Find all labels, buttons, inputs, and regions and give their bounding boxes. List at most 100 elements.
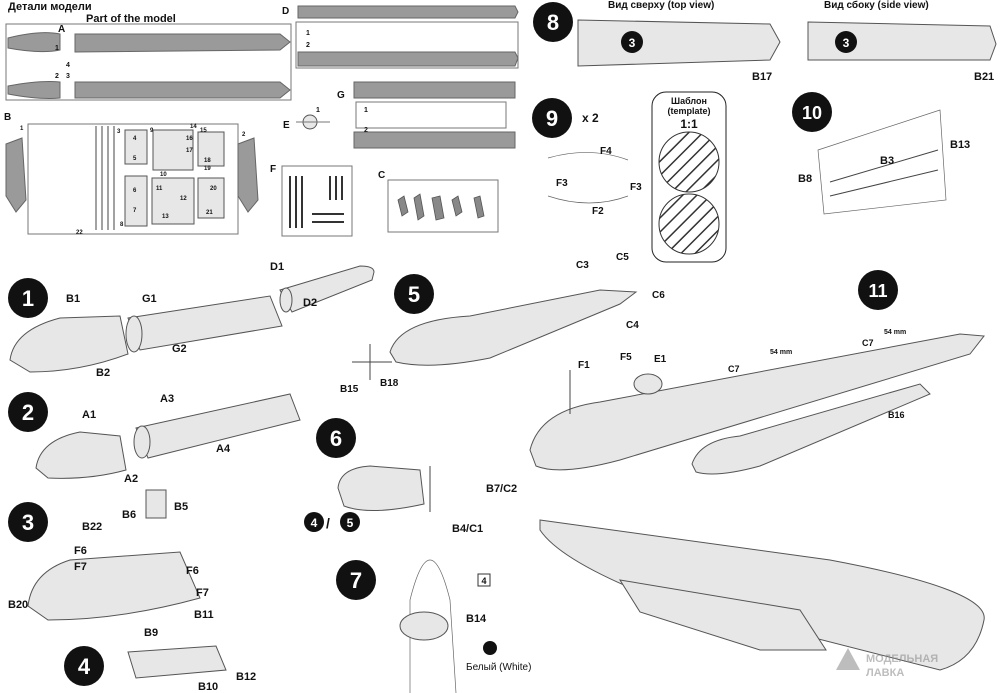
hull-long-1 (74, 33, 291, 53)
b-part-10: 10 (160, 172, 167, 178)
sprue-a: A 1 2 3 4 (5, 23, 292, 101)
step-11-dim-a: 54 mm (770, 349, 792, 356)
b-part-14: 14 (190, 124, 197, 130)
paint-icon (483, 641, 497, 655)
step-5-label-b15: B15 (340, 384, 359, 395)
hull-half-1 (7, 32, 61, 53)
step-9-label-f4: F4 (600, 146, 612, 157)
step-8-label-b17: B17 (752, 71, 772, 83)
step-5-label-c3: C3 (576, 260, 589, 271)
step-3-label-b22: B22 (82, 521, 102, 533)
step-2-number: 2 (22, 400, 34, 425)
step-2-circle (8, 392, 48, 432)
e-part-1: 1 (316, 107, 320, 114)
step-7-fin (409, 559, 457, 693)
step-3-windshield (145, 489, 167, 519)
a-part-4: 4 (66, 62, 70, 69)
step-5-body (389, 289, 638, 366)
step-5-circle (394, 274, 434, 314)
step-9: 9 x 2 F4 F3 F3 F2 Шаблон (template) 1:1 (532, 91, 727, 263)
step-8-ref-number-1: 3 (629, 36, 636, 50)
step-11-torpedo-lower (618, 579, 827, 651)
step-5-number: 5 (408, 282, 420, 307)
step-3-number: 3 (22, 510, 34, 535)
b-part-2: 2 (242, 132, 246, 138)
step-11-torpedo-upper (691, 383, 931, 475)
b-part-22: 22 (76, 230, 83, 236)
b-part-17: 17 (186, 148, 193, 154)
step-7-label-b14: B14 (466, 613, 487, 625)
step-3-label-b6: B6 (122, 509, 136, 521)
step-11: 11 F1 F5 E1 C7 C7 B16 54 mm 54 mm (529, 270, 985, 671)
step-6-ref-b-number: 5 (347, 516, 354, 530)
step-10-circle (792, 92, 832, 132)
step-8-top-view: Вид сверху (top view) (608, 0, 714, 11)
step-9-circle (532, 98, 572, 138)
step-8-side-hull (807, 21, 997, 61)
step-11-label-f1: F1 (578, 360, 590, 371)
step-2-label-a3: A3 (160, 393, 174, 405)
b-part-9: 9 (150, 128, 154, 134)
step-10-cradle (817, 109, 947, 215)
sprue-c: C (378, 170, 499, 233)
step-6-ref-sep: / (326, 515, 330, 531)
step-11-dome (633, 373, 663, 395)
b-part-3: 3 (117, 129, 121, 135)
step-11-label-c7a: C7 (728, 364, 740, 374)
step-8-circle (533, 2, 573, 42)
sprue-letter-c: C (378, 170, 385, 181)
step-1-label-b1: B1 (66, 293, 80, 305)
step-10-number: 10 (802, 103, 822, 123)
step-1-label-b2: B2 (96, 367, 110, 379)
step-11-circle (858, 270, 898, 310)
step-6-label-b7c2: B7/C2 (486, 483, 517, 495)
step-5: 5 C3 C5 C6 C4 B15 B18 (340, 252, 665, 395)
step-11-label-b16: B16 (888, 410, 905, 420)
step-5-label-c4: C4 (626, 320, 639, 331)
sprue-d: D 1 2 (282, 5, 519, 69)
step-8-top-hull (577, 19, 781, 67)
b-part-20: 20 (210, 186, 217, 192)
step-6-ref-b (340, 512, 360, 532)
step-11-hull-upper (529, 333, 985, 471)
step-5-label-c5: C5 (616, 252, 629, 263)
g-part-2: 2 (364, 127, 368, 134)
step-7-number: 7 (350, 568, 362, 593)
g-part-2-shape (353, 131, 516, 149)
step-4-label-b9: B9 (144, 627, 158, 639)
step-7: 7 4 B14 Белый (White) (336, 559, 531, 693)
step-10-label-b3: B3 (880, 155, 894, 167)
step-7-circle (336, 560, 376, 600)
b-part-12: 12 (180, 196, 187, 202)
step-10: 10 B13 B3 B8 (792, 92, 970, 215)
step-7-box (477, 573, 491, 587)
step-4-label-b10: B10 (198, 681, 218, 693)
b-part-21: 21 (206, 210, 213, 216)
step-11-hull-lower (539, 519, 985, 671)
sprue-letter-e: E (283, 120, 290, 131)
step-2-label-a2: A2 (124, 473, 138, 485)
b-part-7: 7 (133, 208, 137, 214)
d-part-2: 2 (306, 42, 310, 49)
sprue-letter-b: B (4, 112, 11, 123)
step-1: 1 B1 G1 D1 D2 G2 B2 (8, 261, 375, 379)
b-part-11: 11 (156, 186, 163, 192)
g-part-1: 1 (364, 107, 368, 114)
b-part-4: 4 (133, 136, 137, 142)
header-title-en: Part of the model (86, 13, 176, 25)
template-disc-top (658, 131, 720, 193)
step-3-label-f7a: F7 (74, 561, 87, 573)
step-2-label-a1: A1 (82, 409, 96, 421)
step-6: 6 B7/C2 B4/C1 4 / 5 (304, 418, 517, 535)
hull-long-2 (74, 81, 291, 99)
step-7-box-ref: 4 (481, 576, 486, 586)
step-4-label-b12: B12 (236, 671, 256, 683)
b-part-18: 18 (204, 158, 211, 164)
step-4-circle (64, 646, 104, 686)
step-8-ref-number-2: 3 (843, 36, 850, 50)
step-10-label-b13: B13 (950, 139, 970, 151)
a-part-2: 2 (55, 73, 59, 80)
step-10-label-b8: B8 (798, 173, 812, 185)
step-6-circle (316, 418, 356, 458)
